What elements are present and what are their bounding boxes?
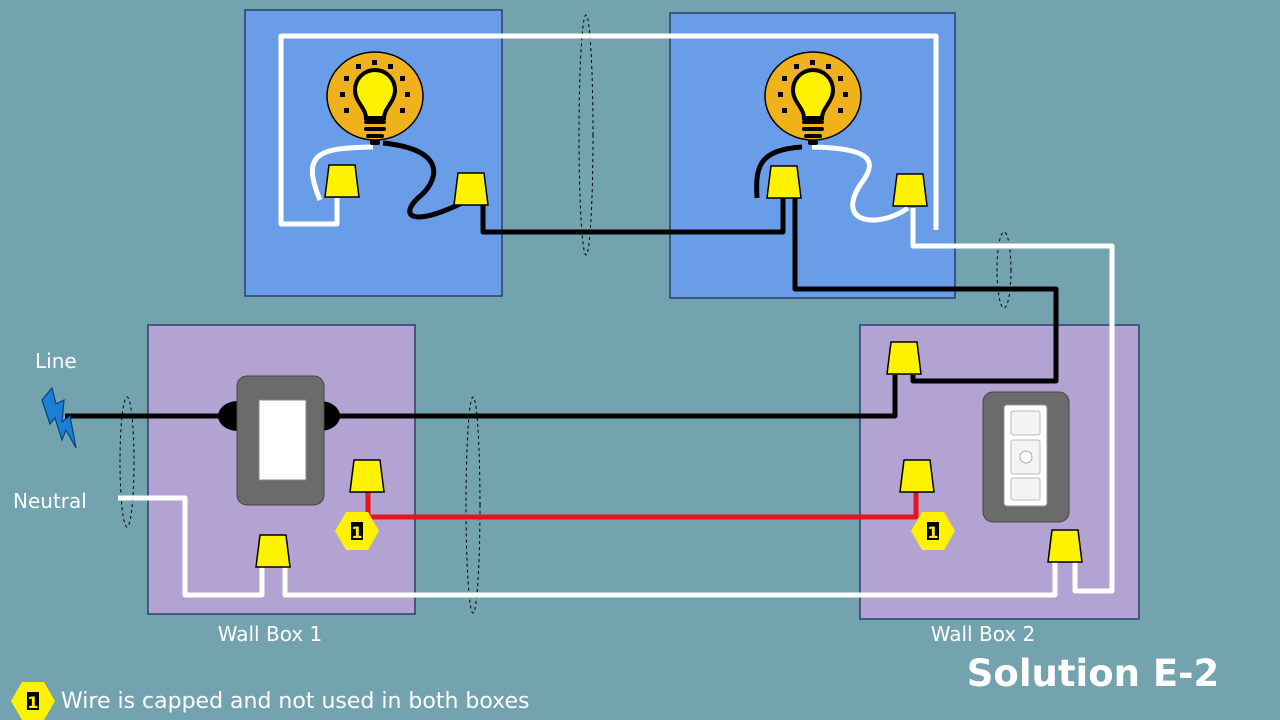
- wire-nut-icon: [1047, 529, 1083, 563]
- svg-text:1: 1: [351, 523, 362, 542]
- solution-title: Solution E-2: [967, 652, 1219, 695]
- neutral-label: Neutral: [13, 489, 87, 513]
- legend-text: Wire is capped and not used in both boxe…: [61, 689, 529, 714]
- capped-wire-marker-2: 1: [911, 512, 955, 550]
- wire-nut-icon: [349, 459, 385, 493]
- wire-nut-icon: [899, 459, 935, 493]
- hot-wires: [65, 140, 1059, 419]
- line-label: Line: [35, 349, 77, 373]
- wire-nut-icon: [255, 534, 291, 568]
- lightning-bolt-icon: [41, 386, 77, 449]
- wire-nut-icon: [766, 165, 802, 199]
- legend: 1 Wire is capped and not used in both bo…: [11, 682, 529, 720]
- wall-box-1-label: Wall Box 1: [218, 622, 322, 646]
- legend-marker-icon: 1: [11, 682, 55, 720]
- neutral-wires: [118, 33, 1115, 598]
- wire-nut-icon: [453, 172, 489, 206]
- wire-nut-icon: [892, 173, 928, 207]
- wire-nut-icon: [886, 341, 922, 375]
- svg-text:1: 1: [27, 693, 38, 712]
- traveler-wire: [365, 490, 919, 520]
- cable-bundle-right: [996, 231, 1012, 309]
- capped-wire-marker-1: 1: [335, 512, 379, 550]
- cable-bundle-top: [578, 14, 594, 256]
- svg-text:1: 1: [927, 523, 938, 542]
- wire-nut-icon: [324, 164, 360, 198]
- wall-switch: [218, 375, 340, 506]
- wall-box-2-label: Wall Box 2: [931, 622, 1035, 646]
- cable-bundle-middle: [465, 396, 481, 614]
- pico-remote: [982, 391, 1070, 523]
- cable-bundle-left: [119, 396, 135, 528]
